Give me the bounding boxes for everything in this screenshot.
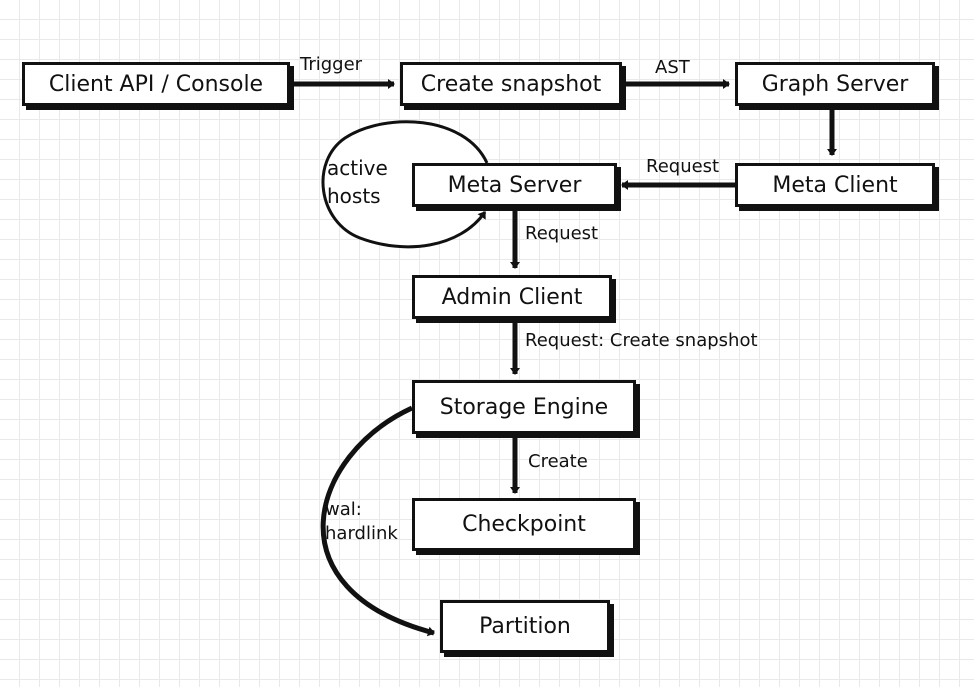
active-label: active bbox=[327, 156, 388, 180]
trigger-label: Trigger bbox=[300, 54, 363, 75]
storage-engine-node: Storage Engine bbox=[412, 380, 636, 434]
admin-client-node: Admin Client bbox=[412, 275, 612, 319]
meta-request-label: Request bbox=[646, 156, 720, 177]
active-hosts-loop bbox=[321, 120, 489, 249]
wal-label: wal: bbox=[325, 499, 362, 520]
graph-server-node: Graph Server bbox=[735, 62, 935, 106]
meta-server-node: Meta Server bbox=[412, 163, 617, 207]
client-api-console-node: Client API / Console bbox=[22, 62, 290, 106]
hardlink-label: hardlink bbox=[325, 523, 398, 544]
create-snapshot-node: Create snapshot bbox=[400, 62, 622, 106]
checkpoint-node: Checkpoint bbox=[412, 498, 636, 551]
create-label: Create bbox=[528, 451, 588, 472]
admin-request-label: Request bbox=[525, 223, 599, 244]
partition-node: Partition bbox=[440, 600, 610, 653]
create-snapshot-request-label: Request: Create snapshot bbox=[525, 330, 758, 351]
wal-hardlink-arrow bbox=[320, 405, 435, 637]
hosts-label: hosts bbox=[327, 184, 381, 208]
meta-client-node: Meta Client bbox=[735, 163, 935, 207]
ast-label: AST bbox=[655, 57, 690, 78]
